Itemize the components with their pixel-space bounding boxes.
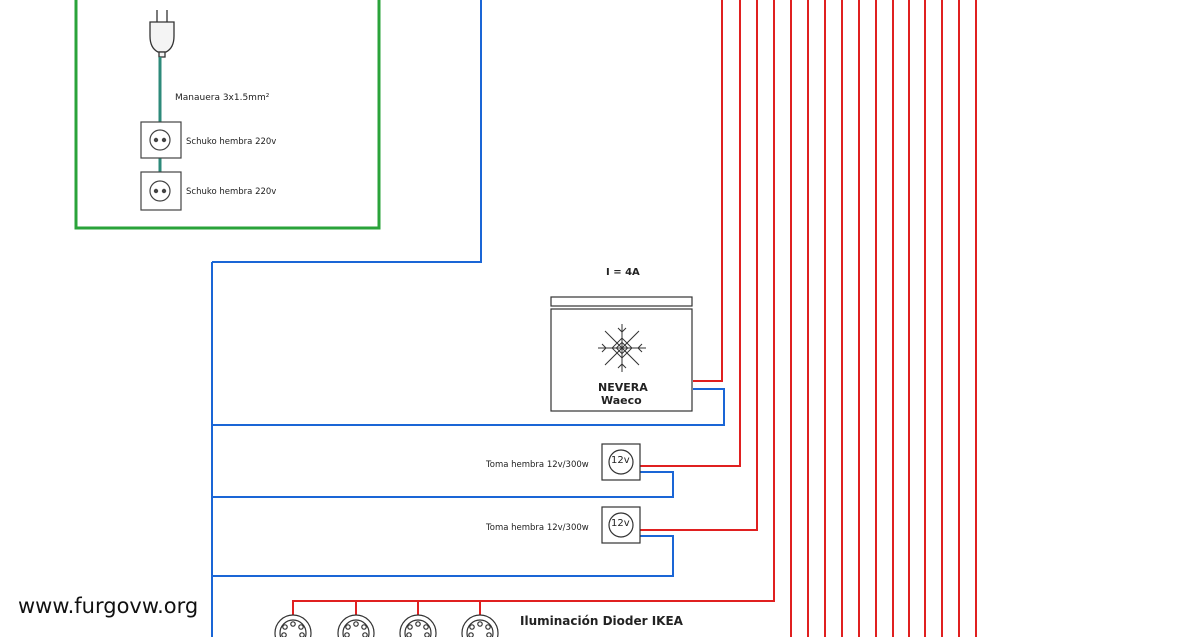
enclosure-220v bbox=[74, 0, 381, 230]
schuko-plug-icon bbox=[149, 10, 175, 58]
socket-12v-label: Toma hembra 12v/300w bbox=[486, 523, 589, 533]
lighting-label: Iluminación Dioder IKEA bbox=[520, 614, 683, 628]
socket-12v-label: Toma hembra 12v/300w bbox=[486, 460, 589, 470]
hose-label: Manauera 3x1.5mm² bbox=[175, 93, 270, 103]
led-light-icon bbox=[399, 614, 437, 637]
socket-12v-icon bbox=[601, 443, 641, 481]
socket-12v-badge: 12v bbox=[611, 455, 630, 466]
socket-12v-badge: 12v bbox=[611, 518, 630, 529]
positive-wiring bbox=[292, 0, 977, 637]
schuko-socket-label: Schuko hembra 220v bbox=[186, 187, 277, 197]
negative-wiring bbox=[211, 0, 725, 637]
schuko-socket-label: Schuko hembra 220v bbox=[186, 137, 277, 147]
snowflake-icon bbox=[598, 324, 646, 372]
led-light-icon bbox=[274, 614, 312, 637]
fridge-name-label: NEVERA bbox=[598, 381, 648, 394]
schuko-socket-icon bbox=[140, 121, 182, 159]
led-light-icon bbox=[461, 614, 499, 637]
schuko-socket-icon bbox=[140, 171, 182, 211]
socket-12v-icon bbox=[601, 506, 641, 544]
led-light-icon bbox=[337, 614, 375, 637]
fridge-brand-label: Waeco bbox=[601, 394, 642, 407]
watermark: www.furgovw.org bbox=[18, 594, 199, 618]
fridge-current-label: I = 4A bbox=[606, 267, 640, 278]
